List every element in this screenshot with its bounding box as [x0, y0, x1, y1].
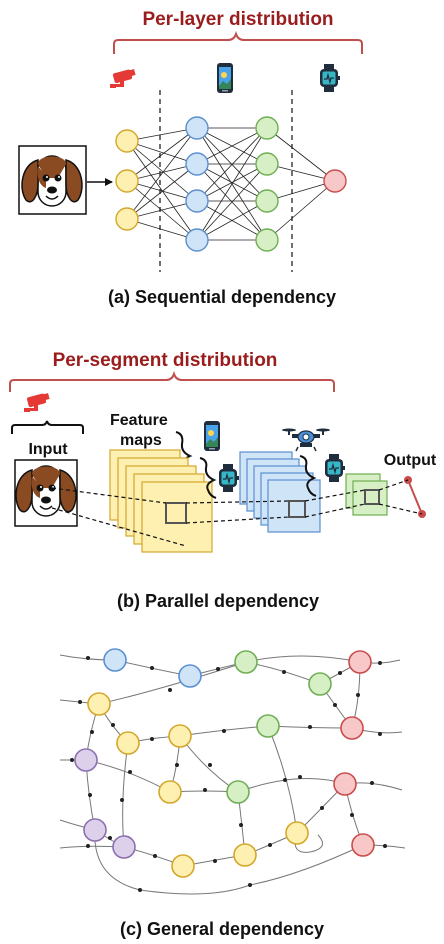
- neuron-hidden-2: [255, 152, 279, 176]
- kernel-window: [364, 489, 380, 505]
- graph-node: [226, 780, 250, 804]
- kernel-window: [288, 500, 306, 518]
- graph-node: [348, 650, 372, 674]
- feature-label-line1: Feature: [110, 412, 168, 429]
- graph-node: [285, 821, 309, 845]
- panel-a-caption: (a) Sequential dependency: [108, 287, 336, 307]
- neuron-hidden-1: [185, 116, 209, 140]
- graph-node: [74, 748, 98, 772]
- smartwatch-icon: [218, 463, 240, 493]
- neuron-hidden-2: [255, 228, 279, 252]
- nn-connections: [126, 127, 336, 241]
- panel-b: Per-segment distribution Input Feature m…: [9, 350, 437, 611]
- dog-face-image: [15, 465, 77, 517]
- feature-label-line2: maps: [120, 432, 162, 449]
- neuron-output: [323, 169, 347, 193]
- neuron-input: [115, 207, 139, 231]
- panel-a-title: Per-layer distribution: [142, 9, 333, 30]
- graph-node: [116, 731, 140, 755]
- panel-b-caption: (b) Parallel dependency: [117, 591, 319, 611]
- smartwatch-icon: [319, 63, 341, 93]
- nn-neurons: [115, 116, 347, 252]
- neuron-hidden-1: [185, 228, 209, 252]
- output-label: Output: [384, 452, 437, 469]
- output-node: [404, 476, 426, 518]
- graph-node: [333, 772, 357, 796]
- graph-node: [340, 716, 364, 740]
- panel-c-caption: (c) General dependency: [120, 919, 324, 939]
- panel-b-bracket: [9, 370, 335, 392]
- receptive-field-lines: [51, 479, 423, 547]
- neuron-input: [115, 169, 139, 193]
- graph-edge-dots: [70, 656, 387, 892]
- input-brace: [11, 420, 84, 434]
- neuron-hidden-1: [185, 189, 209, 213]
- security-camera-icon: [24, 393, 50, 412]
- graph-node: [234, 650, 258, 674]
- graph-edges: [59, 654, 406, 895]
- neuron-input: [115, 129, 139, 153]
- graph-node: [87, 692, 111, 716]
- feature-map-stack-3: [345, 473, 388, 516]
- graph-node: [83, 818, 107, 842]
- security-camera-icon: [110, 69, 136, 88]
- dog-face-image: [21, 155, 83, 207]
- graph-node: [308, 672, 332, 696]
- smartphone-icon: [204, 421, 220, 451]
- feature-map-stack-2: [239, 451, 321, 533]
- input-label: Input: [28, 441, 68, 458]
- panel-a: Per-layer distribution: [18, 9, 363, 307]
- graph-node: [112, 835, 136, 859]
- graph-node: [351, 833, 375, 857]
- graph-node: [103, 648, 127, 672]
- device-brace: [199, 457, 217, 499]
- kernel-window: [165, 502, 187, 524]
- feature-map-stack-1: [109, 449, 213, 553]
- panel-c: (c) General dependency: [59, 648, 406, 939]
- graph-node: [168, 724, 192, 748]
- smartphone-icon: [217, 63, 233, 93]
- panel-a-bracket: [113, 30, 363, 54]
- panel-b-title: Per-segment distribution: [53, 350, 278, 371]
- graph-node: [178, 664, 202, 688]
- graph-nodes: [74, 648, 375, 878]
- device-brace: [299, 455, 317, 497]
- neuron-hidden-2: [255, 116, 279, 140]
- graph-node: [171, 854, 195, 878]
- drone-icon: [281, 427, 331, 452]
- graph-node: [256, 714, 280, 738]
- graph-node: [158, 780, 182, 804]
- neuron-hidden-2: [255, 189, 279, 213]
- smartwatch-icon: [324, 453, 346, 483]
- neuron-hidden-1: [185, 152, 209, 176]
- graph-node: [233, 843, 257, 867]
